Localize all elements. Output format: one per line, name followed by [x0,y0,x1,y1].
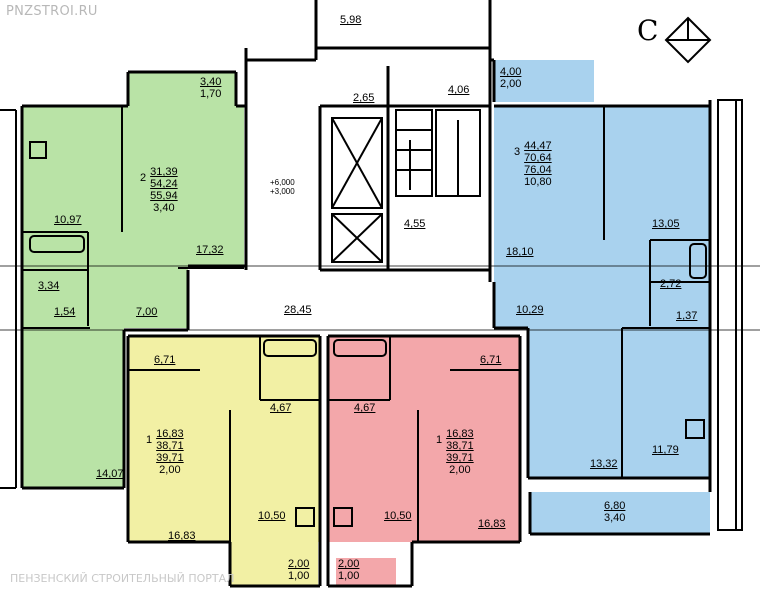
apt1-left-living-area: 16,83 [156,428,184,440]
apt3-room2-area: 13,05 [652,218,680,230]
apt3-bath-area: 2,72 [660,278,682,290]
apt1-right-hall-area: 6,71 [480,354,502,366]
top-balcony-area: 5,98 [340,14,362,26]
apt2-hall-area: 17,32 [196,244,224,256]
apt1-right-room-count: 1 [436,434,443,446]
apt3-balcony-top-area: 4,00 2,00 [500,66,521,90]
apt2-total-area-balcony: 55,94 [150,190,178,202]
apt1-right-total-area-balcony: 39,71 [446,452,474,464]
elevation-lower: +3,000 [270,187,295,196]
apt2-balcony-area-reduced: 1,70 [200,88,222,100]
apt1-right-bath-area: 4,67 [354,402,376,414]
walls [20,0,712,588]
apt2-fill-room [22,328,124,488]
apt3-kitchen-area: 11,79 [652,444,679,456]
apt2-fill-top [22,106,244,266]
apt1-left-hall-area: 6,71 [154,354,176,366]
apt1-right-total-area: 38,71 [446,440,474,452]
stair-landing-area: 4,55 [404,218,426,230]
apt3-hall-area: 10,29 [516,304,544,316]
apt3-balcony-value: 10,80 [524,176,552,188]
apt3-balcony-bottom-area: 6,80 3,40 [604,500,625,524]
elevation-upper: +6,000 [270,178,295,187]
apt1-right-living-area: 16,83 [446,428,474,440]
apt1-right-balcony-reduced: 1,00 [338,570,360,582]
apt1-right-balcony-value: 2,00 [449,464,471,476]
apt3-total-area: 70,64 [524,152,552,164]
apt1-left-balcony-value2: 2,00 [288,558,310,570]
apt3-fill-bottom [528,328,710,478]
apt3-room1-area: 18,10 [506,246,534,258]
apt2-entry-area: 7,00 [136,306,158,318]
apt2-total-area: 54,24 [150,178,178,190]
apt2-room-area: 14,07 [96,468,124,480]
hall-top-right-area: 4,06 [448,84,470,96]
apt1-left-total-area: 38,71 [156,440,184,452]
apt1-right-kitchen-area: 10,50 [384,510,412,522]
apt2-balcony-area: 3,40 1,70 [200,76,221,100]
apt3-balcony-bottom-value: 6,80 [604,500,626,512]
apt3-balcony-top-fill [494,60,594,102]
apt3-summary: 3 44,47 70,64 76,04 10,80 [514,140,552,188]
apt3-room3-area: 13,32 [590,458,618,470]
apt2-living-area: 31,39 [150,166,178,178]
elevation-mark: +6,000 +3,000 [270,178,295,196]
apt2-fill-bottom [22,266,188,328]
apt1-right-balcony-area: 2,00 1,00 [338,558,359,582]
apt1-left-balcony-area: 2,00 1,00 [288,558,309,582]
apt3-living-area: 44,47 [524,140,552,152]
apt2-balcony-area-value: 3,40 [200,76,222,88]
interior-walls [0,16,743,542]
apt2-balcony-fill [128,72,236,106]
apt2-balcony-value: 3,40 [153,202,175,214]
apt3-wc-area: 1,37 [676,310,698,322]
apt3-fill-mid [494,282,710,328]
hall-top-left-area: 2,65 [353,92,375,104]
apt3-balcony-bottom-reduced: 3,40 [604,512,626,524]
apt3-balcony-top-reduced: 2,00 [500,78,522,90]
apt2-bath-area: 3,34 [38,280,60,292]
apt1-left-total-area-balcony: 39,71 [156,452,184,464]
apt3-balcony-top-value: 4,00 [500,66,522,78]
apt1-left-room-area: 16,83 [168,530,196,542]
apt1-left-bath-area: 4,67 [270,402,292,414]
apt1-right-balcony-value2: 2,00 [338,558,360,570]
axis-lines [0,265,760,331]
portal-watermark: ПЕНЗЕНСКИЙ СТРОИТЕЛЬНЫЙ ПОРТАЛ [10,572,235,585]
apt1-left-room-count: 1 [146,434,153,446]
apt2-kitchen-area: 10,97 [54,214,82,226]
apt2-summary: 2 31,39 54,24 55,94 3,40 [140,166,178,214]
apt1-right-balcony-inner [336,558,396,586]
apt1-left-summary: 1 16,83 38,71 39,71 2,00 [146,428,184,476]
site-watermark: PNZSTROI.RU [6,4,98,19]
apt2-room-count: 2 [140,172,147,184]
apt3-balcony-bottom-fill [530,492,710,534]
apt1-left-kitchen-area: 10,50 [258,510,286,522]
apt1-right-room-area: 16,83 [478,518,506,530]
apt3-total-area-balcony: 76,04 [524,164,552,176]
apt1-left-balcony-reduced: 1,00 [288,570,310,582]
apt3-room-count: 3 [514,146,521,158]
apt3-fill-top [494,106,710,282]
compass-letter: С [637,14,659,47]
apt1-left-balcony-fill [230,542,318,586]
corridor-area: 28,45 [284,304,312,316]
apt1-right-summary: 1 16,83 38,71 39,71 2,00 [436,428,474,476]
apt1-right-fill [328,336,520,542]
apt2-wc-area: 1,54 [54,306,76,318]
apt1-left-balcony-value: 2,00 [159,464,181,476]
